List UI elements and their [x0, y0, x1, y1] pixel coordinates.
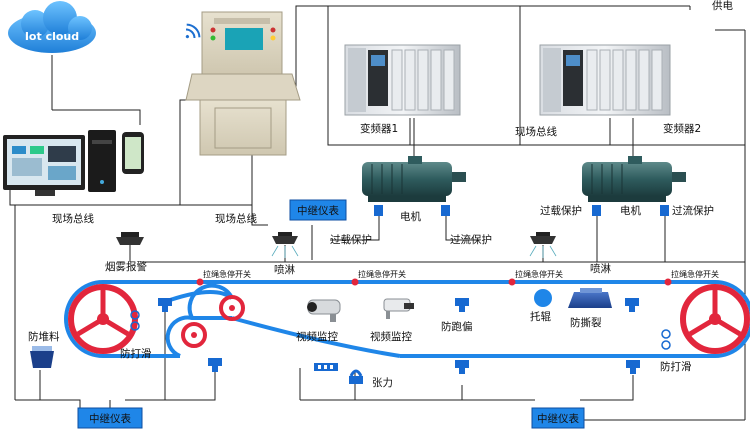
speed-sensor-icon: [661, 329, 671, 350]
anti-slip-right: 防打滑: [660, 329, 692, 373]
relay-box-left: 中继仪表: [77, 407, 143, 429]
svg-text:烟雾报警: 烟雾报警: [105, 260, 147, 273]
power-label: 供电: [712, 0, 733, 12]
svg-text:中继仪表: 中继仪表: [297, 204, 339, 217]
console-screen: [225, 28, 263, 50]
camera-icon: [383, 298, 414, 319]
sensor-block-icon: [208, 358, 222, 372]
motor-2-label: 电机: [620, 204, 641, 217]
svg-text:防撕裂: 防撕裂: [570, 316, 602, 329]
pulley-right-icon: [680, 284, 750, 354]
vfd-1: 变频器1: [344, 44, 461, 135]
tension-pulley-small-2-icon: [181, 322, 207, 348]
svg-text:防打滑: 防打滑: [120, 347, 152, 360]
field-bus-mid-label: 现场总线: [215, 212, 257, 225]
sprinkler-1: 喷淋: [271, 232, 299, 276]
tension: 张力: [314, 363, 393, 389]
idler: 托辊: [530, 289, 552, 323]
computer-workstation: [3, 130, 144, 196]
relay-box-right: 中继仪表: [531, 407, 585, 429]
svg-text:喷淋: 喷淋: [274, 263, 295, 276]
svg-text:防打滑: 防打滑: [660, 360, 692, 373]
pull-switch-label-1: 拉绳急停开关: [203, 269, 251, 279]
anti-deviation-label: 防跑偏: [441, 320, 473, 333]
overload-sensor-1-icon: [374, 205, 383, 216]
protection-sensors: [374, 205, 669, 216]
sprinkler-icon: [271, 232, 299, 258]
overload-sensor-2-icon: [592, 205, 601, 216]
iot-cloud: Iot cloud: [8, 1, 96, 53]
motor-1: 电机: [362, 156, 466, 223]
pull-switch-label-3: 拉绳急停开关: [515, 269, 563, 279]
overcurrent-sensor-2-icon: [660, 205, 669, 216]
svg-text:视频监控: 视频监控: [296, 330, 338, 343]
pc-tower-icon: [88, 130, 116, 192]
pull-switch-label-4: 拉绳急停开关: [671, 269, 719, 279]
sprinkler-2: 喷淋: [529, 232, 611, 275]
tension-sensor-icon: [314, 363, 363, 384]
svg-text:托辊: 托辊: [530, 310, 551, 323]
sensor-block-icon: [625, 298, 639, 312]
svg-text:中继仪表: 中继仪表: [89, 412, 131, 425]
wiring: [9, 5, 746, 421]
sensor-block-icon: [455, 298, 469, 312]
svg-text:防堆料: 防堆料: [28, 330, 60, 343]
level-sensor-icon: [30, 346, 54, 368]
camera-icon: [307, 299, 341, 322]
overload-label-2: 过载保护: [540, 204, 582, 217]
anti-tear: 防撕裂: [568, 288, 612, 329]
field-bus-left-label: 现场总线: [52, 212, 94, 225]
tear-sensor-icon: [568, 288, 612, 308]
overload-label-1: 过载保护: [330, 233, 372, 246]
field-bus-top-label: 现场总线: [515, 125, 557, 138]
motor-2: 电机: [582, 156, 686, 217]
tension-pulley-small-1-icon: [219, 295, 245, 321]
deviation-sensors: [158, 298, 640, 374]
overcurrent-sensor-1-icon: [441, 205, 450, 216]
svg-text:视频监控: 视频监控: [370, 330, 412, 343]
vfd-2-label: 变频器2: [663, 122, 701, 135]
vfd-1-label: 变频器1: [360, 122, 398, 135]
pulley-left-icon: [68, 284, 138, 354]
relay-box-top: 中继仪表: [289, 199, 347, 221]
sprinkler-icon: [529, 232, 557, 258]
cloud-icon: [8, 1, 96, 53]
control-console: [185, 11, 301, 156]
svg-text:中继仪表: 中继仪表: [537, 412, 579, 425]
anti-pile: 防堆料: [28, 330, 60, 368]
video-monitor-1: 视频监控: [296, 299, 341, 343]
sensor-block-icon: [455, 360, 469, 374]
sensor-block-icon: [626, 360, 640, 374]
anti-slip-left: 防打滑: [120, 310, 152, 360]
sensor-block-icon: [158, 298, 172, 312]
motor-1-label: 电机: [400, 210, 421, 223]
smoke-alarm: 烟雾报警: [105, 232, 147, 273]
speed-sensor-icon: [130, 310, 140, 331]
wifi-icon: [185, 23, 201, 39]
overcurrent-label-1: 过流保护: [450, 233, 492, 246]
idler-roller-icon: [534, 289, 552, 307]
svg-text:喷淋: 喷淋: [590, 262, 611, 275]
vfd-2: 变频器2: [539, 44, 701, 135]
svg-text:张力: 张力: [372, 376, 393, 389]
video-monitor-2: 视频监控: [370, 298, 414, 343]
cloud-label: Iot cloud: [25, 30, 79, 43]
conveyor-belt: [64, 278, 750, 358]
pull-switch-label-2: 拉绳急停开关: [358, 269, 406, 279]
smoke-detector-icon: [116, 232, 144, 245]
overcurrent-label-2: 过流保护: [672, 204, 714, 217]
